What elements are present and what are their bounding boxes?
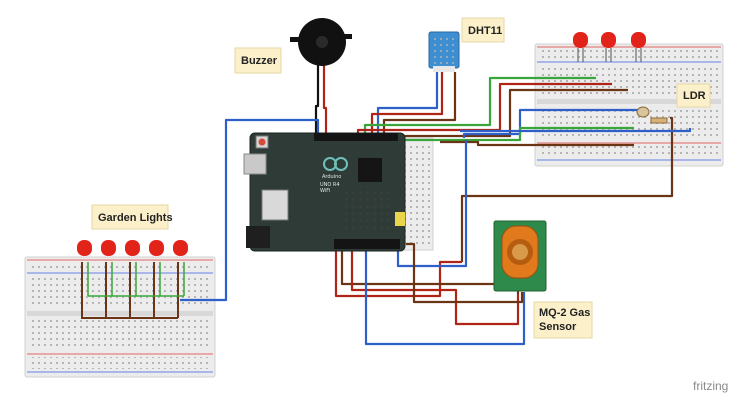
arduino-board: Arduino UNO R4 WiFi (243, 132, 406, 252)
led (573, 32, 588, 62)
board-brand-text: Arduino (322, 174, 341, 180)
wire-garden-lights (180, 118, 320, 302)
led (101, 240, 116, 256)
label-ldr: LDR (676, 83, 711, 108)
dht11-sensor (428, 31, 460, 72)
led (149, 240, 164, 256)
wire-middle-brown (406, 242, 524, 304)
breadboard-left (24, 256, 216, 378)
buzzer-label: Buzzer (241, 55, 278, 67)
wire-mq2-a (340, 246, 520, 294)
garden-lights-label: Garden Lights (98, 212, 173, 224)
wire-led1 (363, 76, 596, 134)
ldr-label: LDR (683, 90, 706, 102)
fritzing-watermark: fritzing (693, 379, 728, 393)
mq2-label-line2: Sensor (539, 321, 577, 333)
led (173, 240, 188, 256)
wire-dht-signal (376, 72, 439, 134)
wire-dht-gnd (382, 72, 457, 134)
wires (180, 62, 692, 346)
garden-light-leds (77, 240, 188, 319)
wire-middle-blue (396, 140, 468, 268)
led (125, 240, 140, 256)
ldr-sensor (636, 106, 650, 118)
wire-mq2-gnd-bus (460, 116, 674, 262)
buzzer-component (290, 18, 352, 66)
wire-mq2-vcc-a (334, 246, 462, 298)
ldr-leds (573, 32, 668, 124)
mq2-gas-sensor (493, 220, 547, 292)
led (77, 240, 92, 256)
label-buzzer: Buzzer (234, 47, 282, 74)
resistor (650, 117, 668, 124)
wire-mq2-b (350, 246, 520, 326)
breadboard-right (534, 43, 724, 167)
wire-ldr-gnd (440, 140, 634, 147)
mq2-label-line1: MQ-2 Gas (539, 307, 590, 319)
wire-ldr-2 (400, 126, 634, 142)
dht11-label: DHT11 (468, 25, 502, 37)
led (601, 32, 616, 62)
board-model-text: UNO R4 (320, 182, 340, 188)
label-dht11: DHT11 (461, 17, 505, 43)
wire-mq2-analog (364, 246, 526, 346)
wire-buzzer-signal (322, 62, 328, 136)
board-subtitle-text: WiFi (320, 188, 330, 194)
led (631, 32, 646, 62)
wire-ldr-blue (460, 128, 692, 133)
label-mq2: MQ-2 Gas Sensor (533, 301, 593, 339)
label-garden-lights: Garden Lights (91, 204, 173, 230)
